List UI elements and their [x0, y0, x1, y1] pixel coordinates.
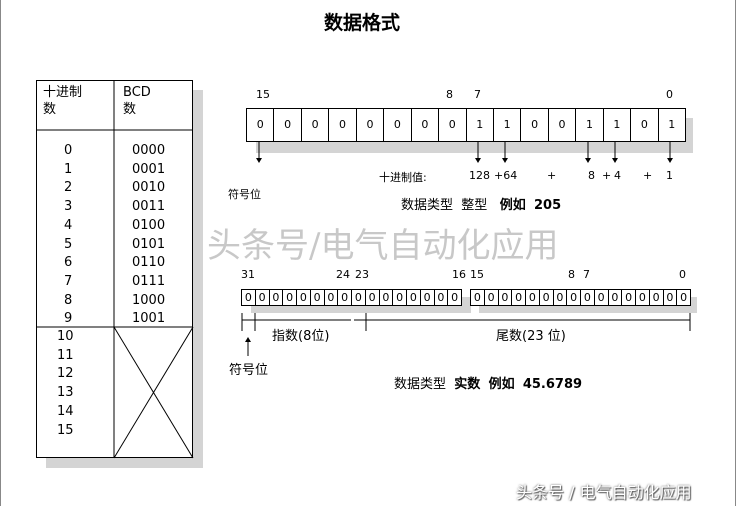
- mantissa-label: 尾数(23 位): [496, 329, 566, 344]
- plus-sign: +: [643, 169, 653, 182]
- bit-cell: 1: [657, 108, 686, 142]
- bit-cell: 1: [465, 108, 494, 142]
- real-type-line: 数据类型 实数 例如 45.6789: [394, 373, 582, 392]
- decimal-cell: 9: [64, 311, 73, 327]
- bit-label-31: 31: [241, 268, 255, 281]
- bit-label-7: 7: [583, 268, 590, 281]
- invalid-decimal-cell: 14: [57, 403, 74, 419]
- example-value: 205: [533, 198, 562, 213]
- type-label: 数据类型: [394, 377, 447, 392]
- bit-cell: 1: [492, 108, 522, 142]
- header-decimal-line2: 数: [43, 102, 57, 117]
- sign-bit-label: 符号位: [228, 188, 261, 201]
- invalid-decimal-column: 10 11 12 13 14 15: [57, 328, 74, 440]
- bcd-cell: 1000: [132, 292, 166, 308]
- invalid-cross: [113, 326, 194, 459]
- bit-cell: 0: [447, 289, 462, 306]
- page-title: 数据格式: [324, 12, 401, 34]
- term-4: 4: [614, 169, 621, 182]
- bcd-cell: 0100: [132, 217, 166, 233]
- bit-label-15: 15: [470, 268, 484, 281]
- bit-label-23: 23: [355, 268, 369, 281]
- bit-label-7: 7: [474, 88, 481, 101]
- decimal-cell: 8: [64, 292, 73, 308]
- bit-label-0: 0: [666, 88, 673, 101]
- corner-watermark: 头条号 / 电气自动化应用: [516, 483, 692, 502]
- header-bcd-line1: BCD: [123, 85, 151, 100]
- exponent-label: 指数(8位): [272, 329, 330, 344]
- bcd-cell: 0111: [132, 273, 166, 289]
- bit-cell: 0: [438, 108, 467, 142]
- bit-cell: 0: [676, 289, 691, 306]
- header-decimal-line1: 十进制: [43, 85, 83, 100]
- decimal-cell: 3: [64, 199, 73, 215]
- invalid-decimal-cell: 10: [57, 329, 74, 344]
- bit-label-15: 15: [256, 88, 270, 101]
- bcd-cell: 0001: [132, 161, 166, 177]
- term-64: +64: [494, 169, 518, 182]
- decimal-cell: 7: [64, 273, 73, 289]
- invalid-decimal-cell: 13: [57, 385, 74, 401]
- bit-label-24: 24: [336, 268, 350, 281]
- bit-label-16: 16: [452, 268, 466, 281]
- integer-type-line: 数据类型 整型 例如 205: [401, 194, 561, 213]
- bit-cell: 0: [547, 108, 577, 142]
- plus-sign: +: [547, 169, 557, 182]
- header-decimal: 十进制数: [43, 84, 82, 118]
- decimal-cell: 1: [64, 161, 73, 177]
- header-bcd: BCD 数: [123, 84, 151, 118]
- bcd-cell: 0011: [132, 199, 166, 215]
- invalid-decimal-cell: 15: [57, 422, 74, 438]
- bit-cell: 1: [602, 108, 632, 142]
- bit-label-0: 0: [679, 268, 686, 281]
- example-label: 例如: [499, 198, 526, 213]
- bit-label-8: 8: [568, 268, 575, 281]
- type-value: 整型: [461, 198, 488, 213]
- term-1: 1: [666, 169, 673, 182]
- term-8: 8: [588, 169, 595, 182]
- example-label: 例如: [488, 377, 515, 392]
- invalid-decimal-cell: 12: [57, 366, 74, 382]
- header-bcd-line2: 数: [123, 102, 137, 117]
- bit-cell: 0: [621, 289, 636, 306]
- bit-cell: 0: [410, 108, 440, 142]
- bit-cell: 0: [630, 108, 659, 142]
- bit-arrows: [258, 142, 671, 160]
- bcd-cell: 0000: [132, 143, 166, 158]
- decimal-cell: 4: [64, 217, 73, 233]
- arrow-heads: [245, 158, 673, 342]
- bcd-cell: 0010: [132, 180, 166, 196]
- decimal-value-label: 十进制值:: [379, 171, 427, 184]
- sign-bit-label: 符号位: [229, 363, 269, 378]
- decimal-column: 0 1 2 3 4 5 6 7 8 9: [64, 142, 72, 329]
- bit-cell: 0: [520, 108, 549, 142]
- bcd-cell: 0110: [132, 255, 166, 271]
- bit-cell: 0: [355, 108, 385, 142]
- type-label: 数据类型: [401, 198, 454, 213]
- type-value: 实数: [454, 377, 481, 392]
- decimal-cell: 5: [64, 236, 73, 252]
- bcd-cell: 1001: [132, 311, 166, 327]
- term-128: 128: [469, 169, 490, 182]
- bit-cell: 0: [580, 289, 595, 306]
- invalid-decimal-cell: 11: [57, 347, 74, 363]
- bit-cell: 0: [383, 108, 412, 142]
- watermark: 头条号/电气自动化应用: [207, 226, 559, 266]
- plus-sign: +: [602, 169, 612, 182]
- decimal-cell: 6: [64, 255, 73, 271]
- bit-label-8: 8: [446, 88, 453, 101]
- bit-cell: 0: [300, 108, 330, 142]
- decimal-cell: 0: [64, 143, 73, 158]
- example-value: 45.6789: [522, 377, 583, 392]
- bcd-cell: 0101: [132, 236, 166, 252]
- bcd-column: 0000 0001 0010 0011 0100 0101 0110 0111 1000 1001: [132, 142, 165, 329]
- decimal-cell: 2: [64, 180, 73, 196]
